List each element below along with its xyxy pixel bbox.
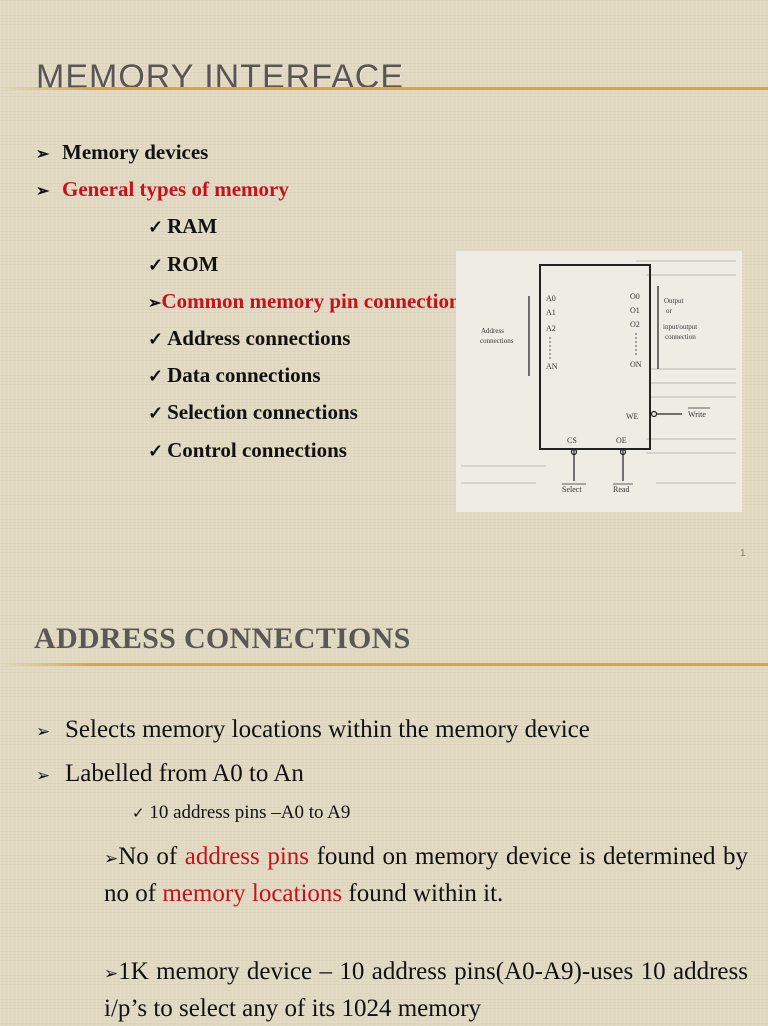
page-number: 1 (740, 548, 746, 559)
paragraph-1k-device: ➢1K memory device – 10 address pins(A0-A… (104, 954, 748, 1026)
pin-an-label: AN (546, 362, 558, 371)
para-text-mid: found on memory device is determined by … (104, 843, 749, 907)
arrow-bullet-icon: ➢ (36, 722, 51, 741)
bullet-text: Selects memory locations within the memo… (65, 716, 590, 743)
chip-body (539, 264, 651, 450)
arrow-bullet-icon: ➢ (104, 964, 119, 983)
title-divider (0, 663, 768, 666)
check-icon: ✓ (148, 329, 164, 349)
cs-pin-label: CS (567, 436, 577, 445)
arrow-bullet-icon: ➢ (36, 766, 51, 785)
arrow-bullet-icon: ➢ (36, 183, 50, 200)
check-icon: ✓ (148, 217, 164, 237)
arrow-bullet-icon: ➢ (36, 146, 50, 163)
output-label-conn: connection (665, 333, 696, 341)
check-icon: ✓ (148, 255, 164, 275)
check-icon: ✓ (148, 403, 164, 423)
pin-on-label: ON (630, 360, 642, 369)
output-label-or: or (666, 307, 673, 315)
check-icon: ✓ (132, 806, 145, 822)
check-item-rom: ✓ ROM (148, 251, 218, 278)
slide-address-connections: ADDRESS CONNECTIONS ➢ Selects memory loc… (0, 580, 768, 1024)
check-item-address-pins: ✓ 10 address pins –A0 to A9 (132, 802, 350, 824)
check-icon: ✓ (148, 441, 164, 461)
arrow-bullet-icon: ➢ (148, 295, 162, 312)
para-text-red-2: memory locations (162, 880, 343, 907)
check-text: ROM (167, 252, 219, 276)
bullet-text: Common memory pin connections (161, 289, 456, 313)
output-label: Output (664, 297, 684, 305)
pin-a1-label: A1 (546, 308, 556, 317)
check-text: Address connections (167, 326, 351, 350)
check-text: Data connections (167, 363, 321, 387)
output-label-io: input/output (663, 323, 697, 331)
we-pin-label: WE (626, 412, 639, 421)
check-text: Control connections (167, 438, 347, 462)
bullet-memory-devices: ➢ Memory devices (36, 139, 208, 168)
check-text: RAM (167, 214, 218, 238)
check-text: Selection connections (167, 400, 358, 424)
pin-o2-label: O2 (630, 320, 640, 329)
arrow-bullet-icon: ➢ (104, 849, 119, 868)
para-text-post: found within it. (348, 880, 504, 907)
sub-bullet-pin-connections: ➢ Common memory pin connections (148, 288, 456, 317)
para-text-red-1: address pins (184, 843, 310, 870)
memory-pin-diagram: A0 A1 A2 AN O0 O1 O2 ON Address connecti… (456, 251, 742, 512)
pin-a0-label: A0 (546, 294, 556, 303)
pin-a2-label: A2 (546, 324, 556, 333)
para-text-pre: No of (118, 843, 178, 870)
check-item-data: ✓ Data connections (148, 362, 321, 389)
paragraph-address-pins: ➢No of address pins found on memory devi… (104, 839, 748, 911)
oe-pin-label: OE (616, 436, 627, 445)
title-divider (0, 87, 768, 90)
check-item-control: ✓ Control connections (148, 437, 347, 464)
bullet-general-types: ➢ General types of memory (36, 176, 289, 205)
read-label: Read (613, 485, 629, 494)
pin-o0-label: O0 (630, 292, 640, 301)
slide-memory-interface: MEMORY INTERFACE ➢ Memory devices ➢ Gene… (0, 58, 768, 559)
check-item-ram: ✓ RAM (148, 213, 217, 240)
bullet-text: Memory devices (62, 140, 209, 164)
slide-title: MEMORY INTERFACE (36, 58, 405, 96)
slide-title: ADDRESS CONNECTIONS (34, 622, 411, 655)
write-label: Write (688, 410, 706, 419)
pin-o1-label: O1 (630, 306, 640, 315)
address-connections-label: Address (481, 327, 504, 335)
select-label: Select (562, 485, 582, 494)
bullet-labelled: ➢ Labelled from A0 to An (36, 759, 304, 791)
check-item-address: ✓ Address connections (148, 325, 350, 352)
check-text: 10 address pins –A0 to A9 (149, 802, 351, 823)
bullet-text: Labelled from A0 to An (65, 760, 304, 787)
address-connections-label-2: connections (480, 337, 514, 345)
check-icon: ✓ (148, 366, 164, 386)
bullet-text: General types of memory (62, 177, 289, 201)
para-text: 1K memory device – 10 address pins(A0-A9… (104, 958, 748, 1022)
bullet-selects-locations: ➢ Selects memory locations within the me… (36, 715, 590, 747)
check-item-selection: ✓ Selection connections (148, 399, 358, 426)
